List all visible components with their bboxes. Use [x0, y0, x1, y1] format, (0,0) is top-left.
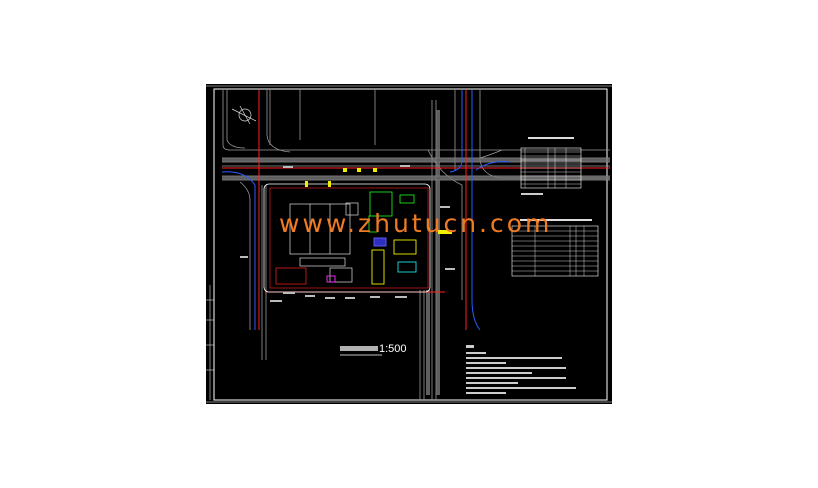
plant-fence	[269, 187, 429, 289]
yellow-labels	[305, 168, 452, 234]
annotation-text-blocks	[240, 165, 455, 302]
drawing-title-text	[340, 346, 378, 351]
colored-structures	[326, 191, 417, 285]
plant-boundary	[263, 183, 431, 293]
table-1	[520, 137, 582, 195]
north-arrow-icon	[231, 105, 257, 125]
left-title-block	[206, 285, 214, 400]
inner-frame	[213, 88, 608, 401]
watermark: www.zhutucn.com	[279, 209, 552, 238]
process-tanks	[275, 202, 359, 285]
table-2	[511, 219, 599, 277]
general-notes	[466, 345, 576, 394]
scale-label: 1:500	[379, 343, 407, 355]
